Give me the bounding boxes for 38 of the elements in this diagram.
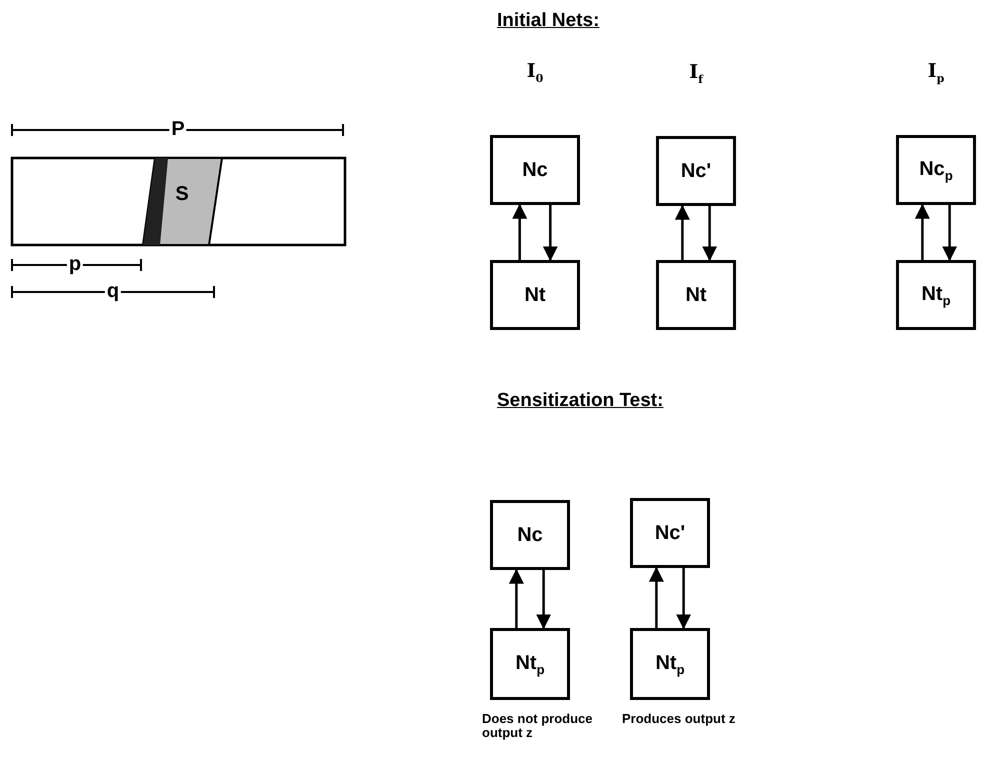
net-name: Nt$_{p}$ bbox=[655, 652, 685, 676]
net-name: Nt$_{p}$ bbox=[515, 652, 545, 676]
arrow bbox=[676, 568, 692, 630]
net-name: Nt$_{p}$ bbox=[921, 284, 951, 306]
net-box bbox=[896, 135, 976, 205]
net-name: Nc$_{p}$ bbox=[919, 158, 953, 182]
output-caption: Produces output z bbox=[622, 712, 736, 726]
net-name: Nt bbox=[524, 285, 546, 305]
output-caption: Does not produce output z bbox=[482, 712, 594, 740]
net-box bbox=[630, 498, 710, 568]
net-box bbox=[490, 500, 570, 570]
net-name: Nc' bbox=[654, 523, 686, 543]
section-heading: Initial Nets: bbox=[497, 10, 600, 32]
net-box bbox=[896, 260, 976, 330]
column-label: I$_{f}$ bbox=[689, 61, 703, 86]
column-label: I$_{0}$ bbox=[526, 60, 544, 85]
arrow bbox=[674, 204, 690, 260]
region-label: S bbox=[174, 184, 190, 204]
net-box bbox=[630, 628, 710, 700]
arrow bbox=[914, 204, 930, 260]
column-label: I$_{p}$ bbox=[928, 60, 944, 85]
net-name: Nc' bbox=[680, 161, 712, 181]
net-box bbox=[490, 135, 580, 205]
arrow bbox=[512, 204, 528, 260]
net-name: Nc bbox=[522, 160, 548, 180]
arrow bbox=[536, 570, 552, 630]
arrow bbox=[648, 566, 664, 628]
net-box bbox=[490, 260, 580, 330]
arrow bbox=[508, 568, 524, 628]
section-heading: Sensitization Test: bbox=[497, 390, 664, 412]
arrow bbox=[542, 205, 558, 262]
net-name: Nt bbox=[685, 285, 707, 305]
net-box bbox=[656, 260, 736, 330]
net-box bbox=[656, 136, 736, 206]
arrow bbox=[702, 206, 718, 262]
net-name: Nc bbox=[517, 525, 543, 545]
arrow bbox=[942, 205, 958, 262]
net-box bbox=[490, 628, 570, 700]
